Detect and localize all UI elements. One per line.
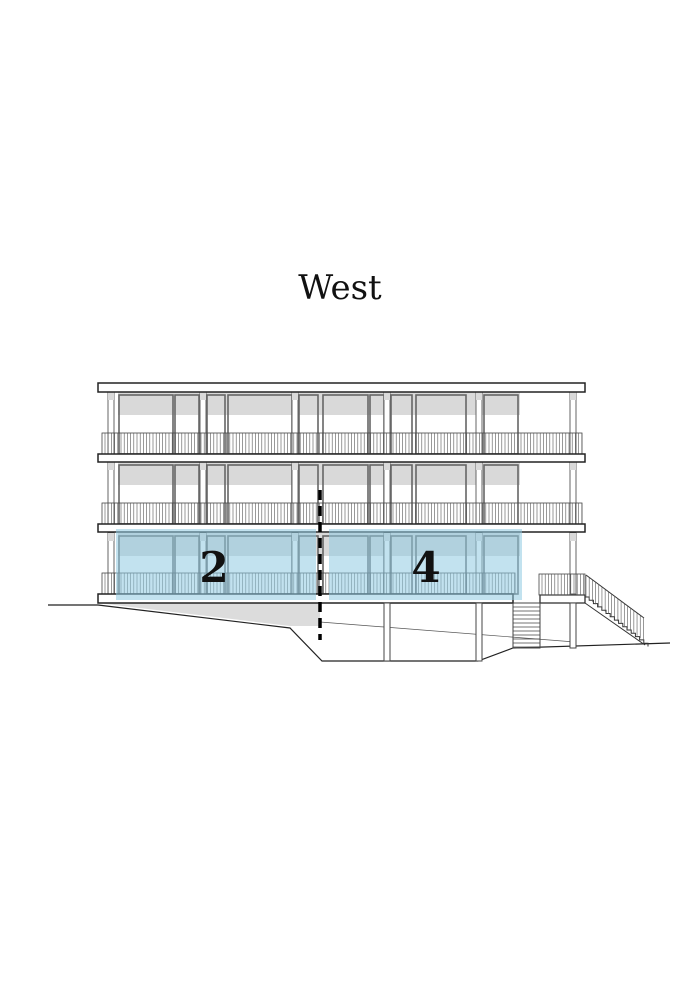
column-shadow (570, 462, 576, 470)
exterior-stair-steps (585, 596, 649, 647)
column (569, 391, 577, 455)
stair-landing-slab (539, 594, 586, 604)
column-shadow (476, 392, 482, 400)
ground-line (48, 604, 671, 662)
building-structure (97, 382, 649, 662)
column-shadow (292, 462, 298, 470)
unit-label-4: 4 (411, 543, 440, 592)
column (107, 532, 115, 595)
elevation-title: West (298, 268, 382, 308)
basement-column (383, 602, 391, 662)
interior-stair (512, 602, 541, 649)
column (569, 461, 577, 525)
column (475, 391, 483, 455)
column-shadow (292, 392, 298, 400)
column (107, 461, 115, 525)
column-shadow (384, 392, 390, 400)
column-shadow (108, 462, 114, 470)
column-shadow (570, 392, 576, 400)
column-shadow (476, 462, 482, 470)
unit-label-2: 2 (199, 543, 228, 592)
basement-column (569, 602, 577, 649)
column-shadow (384, 462, 390, 470)
column-shadow (108, 392, 114, 400)
column-shadow (200, 392, 206, 400)
ground-terrain (48, 603, 671, 662)
column-shadow (200, 462, 206, 470)
column (383, 391, 391, 455)
floor-slab (97, 382, 586, 393)
exterior-stair-stringer (584, 602, 646, 646)
unit-highlights (116, 529, 522, 600)
unit-highlight-4 (329, 529, 522, 600)
floor-slab (97, 453, 586, 463)
landing-railing (538, 573, 586, 596)
column (475, 461, 483, 525)
glass-band (118, 462, 520, 485)
column (383, 461, 391, 525)
basement-column (475, 602, 483, 662)
glass-band (118, 392, 520, 415)
column-shadow (108, 533, 114, 541)
ground-section-fill (98, 603, 320, 626)
unit-highlight-2 (116, 529, 316, 600)
column (107, 391, 115, 455)
column-shadow (570, 533, 576, 541)
